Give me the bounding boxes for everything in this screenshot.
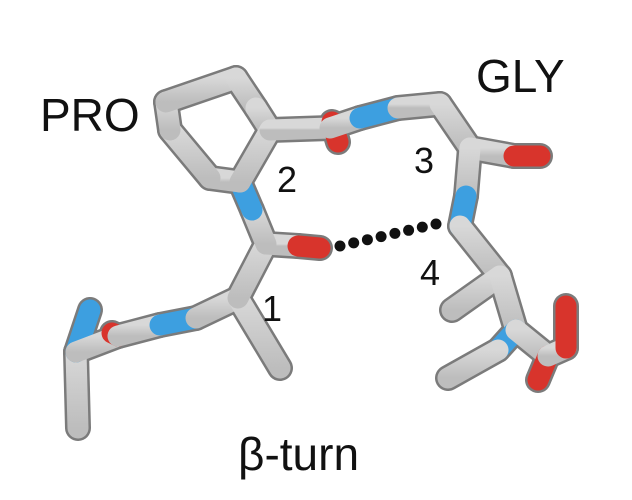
bond-res4-ct xyxy=(437,339,509,389)
diagram-title: β-turn xyxy=(238,428,359,480)
hbond-dot xyxy=(361,234,373,246)
hydrogen-bond xyxy=(334,218,442,252)
hbond-dot xyxy=(375,231,387,243)
bond-res1-oxygen xyxy=(287,235,331,259)
hbond-dot xyxy=(430,218,442,230)
hbond-dot xyxy=(348,237,360,249)
peptide-sticks xyxy=(65,67,577,439)
bond-pro-ring-4 xyxy=(155,67,247,113)
hbond-dot xyxy=(416,221,428,233)
hbond-dot xyxy=(389,227,401,239)
position-label-3: 3 xyxy=(414,140,434,181)
bond-res1-sidechain xyxy=(227,287,291,379)
position-label-4: 4 xyxy=(420,252,440,293)
hbond-dot xyxy=(334,240,346,252)
position-label-1: 1 xyxy=(262,288,282,329)
bond-nterm-vertical xyxy=(65,341,89,439)
hbond-dot xyxy=(403,224,415,236)
pro-label: PRO xyxy=(40,89,140,141)
position-label-2: 2 xyxy=(277,159,297,200)
gly-label: GLY xyxy=(476,50,565,102)
bond-res4-ca xyxy=(449,215,511,287)
